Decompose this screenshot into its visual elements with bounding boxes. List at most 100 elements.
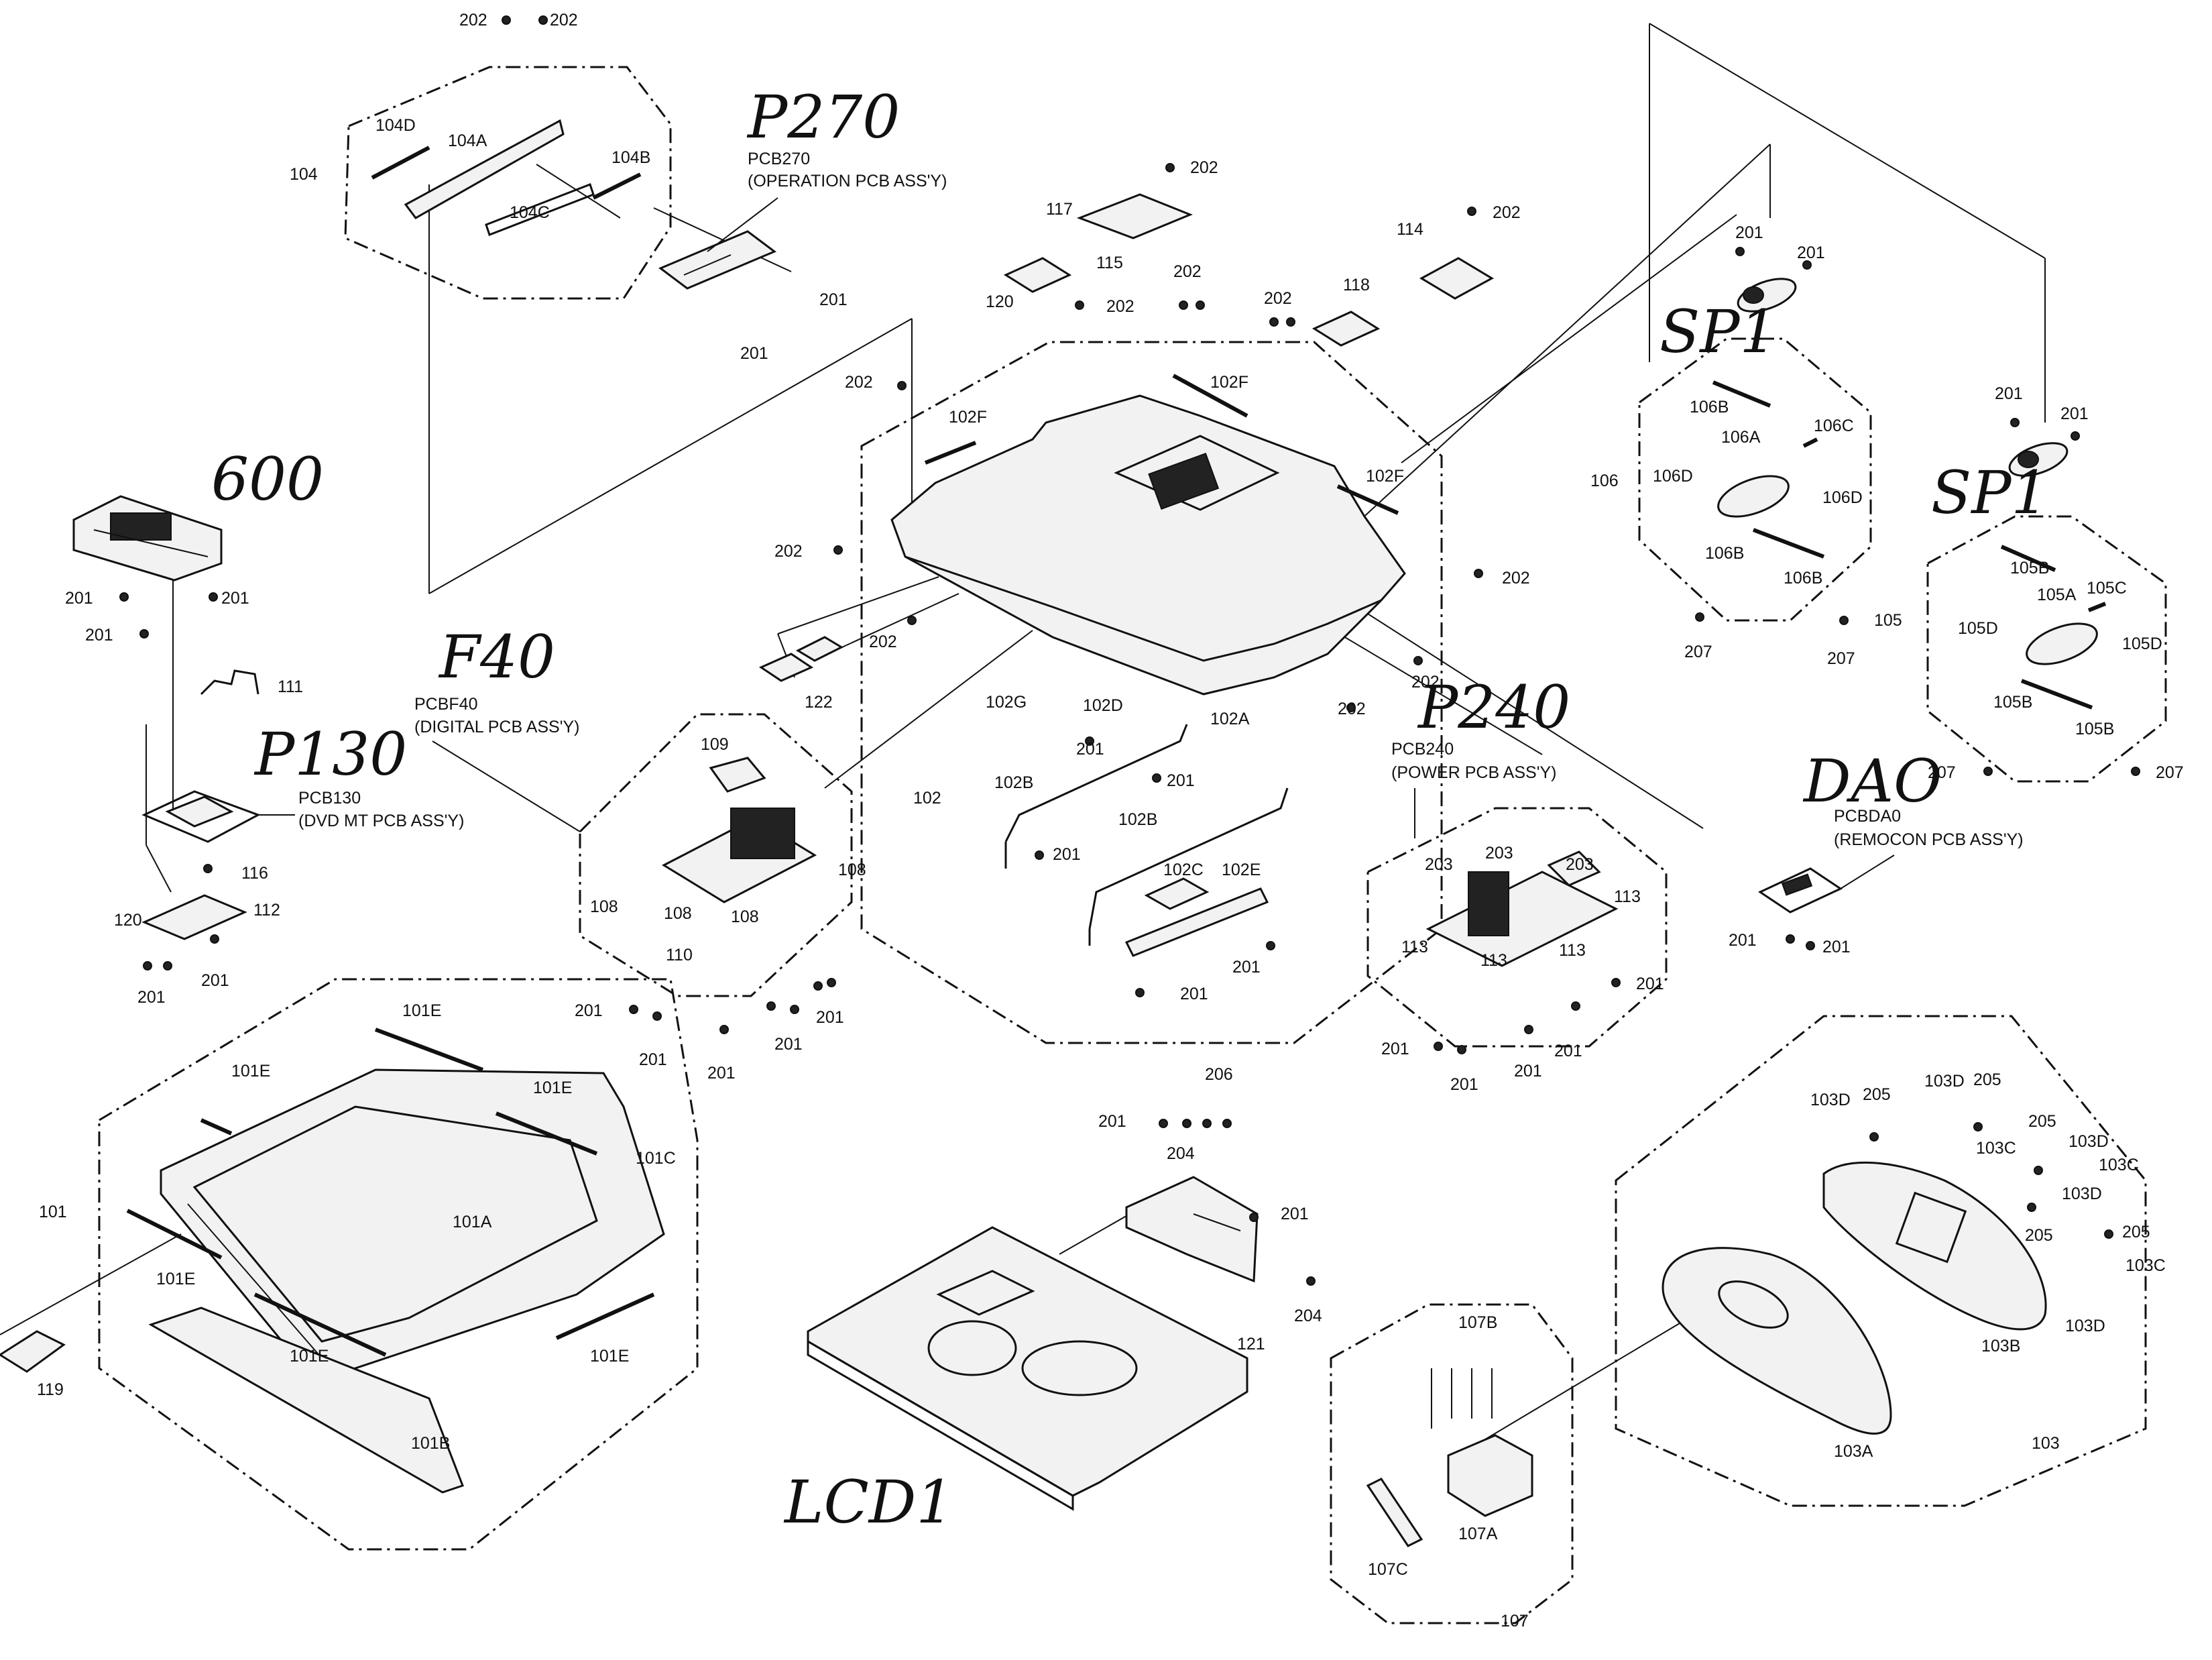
callout-113: 113 [1614, 887, 1641, 906]
group-107-outline [1330, 1303, 1574, 1624]
callout-103c: 103C [1976, 1139, 2016, 1158]
callout-102e: 102E [1222, 861, 1261, 879]
callout-112: 112 [253, 901, 280, 920]
title-p270: P270 [746, 82, 900, 152]
callout-201: 201 [1514, 1062, 1542, 1081]
callout-201: 201 [1636, 975, 1664, 993]
callout-104: 104 [290, 165, 318, 184]
callout-201: 201 [819, 290, 848, 309]
callout-104c: 104C [510, 203, 550, 222]
callout-202: 202 [1106, 297, 1134, 316]
callout-201: 201 [85, 626, 113, 645]
callout-202: 202 [550, 11, 578, 30]
pcb240-label: PCB240 [1391, 740, 1454, 759]
callout-201: 201 [1281, 1205, 1309, 1223]
callout-103d: 103D [2065, 1317, 2105, 1335]
callout-109: 109 [701, 735, 729, 754]
callout-201: 201 [1822, 938, 1851, 956]
callout-101e: 101E [402, 1001, 441, 1020]
callout-204: 204 [1294, 1307, 1322, 1325]
pcbf40-label: PCBF40 [414, 695, 477, 714]
callout-201: 201 [639, 1050, 667, 1069]
part-pcb270 [658, 230, 776, 290]
title-lcd1: LCD1 [783, 1468, 953, 1537]
callout-101a: 101A [453, 1213, 492, 1231]
callout-106d: 106D [1653, 467, 1693, 486]
callout-103d: 103D [1810, 1091, 1851, 1109]
callout-102d: 102D [1083, 696, 1123, 715]
callout-101e: 101E [156, 1270, 195, 1288]
callout-201: 201 [1180, 985, 1208, 1003]
callout-201: 201 [1381, 1040, 1409, 1058]
callout-103c: 103C [2126, 1256, 2166, 1275]
callout-201: 201 [1232, 958, 1261, 977]
callout-202: 202 [774, 542, 803, 561]
callout-207: 207 [2156, 763, 2184, 782]
assembly-titles: P270 600 F40 P130 P240 DAO LCD1 SP1 SP1 [211, 82, 2048, 1537]
callout-202: 202 [1502, 569, 1530, 588]
callout-102b: 102B [994, 773, 1033, 792]
part-pcbda0 [1757, 867, 1843, 914]
callout-102f: 102F [1210, 373, 1248, 392]
callout-102: 102 [913, 789, 941, 808]
part-callouts: 202 202 104D 104A 104 104B 104C 201 201 201 201 201… [37, 11, 2184, 1630]
callout-202: 202 [1338, 700, 1366, 718]
callout-201: 201 [1076, 740, 1104, 759]
callout-106b: 106B [1690, 398, 1729, 417]
callout-119: 119 [37, 1380, 64, 1399]
screws [119, 15, 2140, 1286]
callout-104d: 104D [375, 116, 416, 135]
callout-201: 201 [740, 344, 768, 363]
callout-107a: 107A [1458, 1525, 1498, 1543]
part-114-sheet [1419, 257, 1495, 300]
pcb270-desc: (OPERATION PCB ASS'Y) [748, 172, 947, 190]
callout-120: 120 [114, 911, 142, 930]
callout-113: 113 [1401, 938, 1428, 956]
callout-201: 201 [2060, 404, 2089, 423]
callout-103: 103 [2032, 1434, 2060, 1453]
title-600: 600 [211, 445, 324, 514]
callout-114: 114 [1397, 220, 1423, 239]
pcb130-desc: (DVD MT PCB ASS'Y) [298, 812, 464, 830]
group-103-outline [1615, 1015, 2147, 1507]
callout-201: 201 [1053, 845, 1081, 864]
callout-201: 201 [774, 1035, 803, 1054]
title-dao: DAO [1802, 746, 1942, 816]
title-sp1-left: SP1 [1660, 297, 1777, 366]
callout-118: 118 [1343, 276, 1370, 294]
callout-108: 108 [590, 897, 618, 916]
part-122-sheets [758, 636, 844, 682]
pcb130-label: PCB130 [298, 789, 361, 808]
callout-101b: 101B [411, 1434, 450, 1453]
callout-116: 116 [241, 864, 268, 883]
title-p240: P240 [1417, 673, 1570, 742]
callout-201: 201 [137, 988, 166, 1007]
part-f40-digital-pcb [661, 757, 817, 903]
callout-201: 201 [1735, 223, 1763, 242]
callout-102a: 102A [1210, 710, 1250, 728]
callout-103d: 103D [2069, 1132, 2109, 1151]
callout-205: 205 [2028, 1112, 2056, 1131]
callout-202: 202 [869, 632, 897, 651]
part-115-cover-plate [1076, 193, 1193, 239]
part-sp1-speaker-right [2008, 442, 2069, 477]
group-101-outline [98, 978, 699, 1551]
pcb270-label: PCB270 [748, 150, 810, 168]
callout-110: 110 [666, 946, 693, 964]
callout-202: 202 [845, 373, 873, 392]
callout-104b: 104B [612, 148, 650, 167]
callout-205: 205 [1973, 1070, 2001, 1089]
callout-105: 105 [1874, 611, 1902, 630]
callout-201: 201 [707, 1064, 736, 1083]
part-600-dvd-mechanism [72, 495, 223, 582]
callout-206: 206 [1205, 1065, 1233, 1084]
callout-104a: 104A [448, 131, 487, 150]
group-p240-outline [1366, 807, 1668, 1048]
part-104-front-panel [371, 119, 642, 236]
callout-117: 117 [1046, 200, 1073, 219]
title-f40: F40 [438, 622, 555, 691]
callout-205: 205 [2122, 1223, 2150, 1241]
callout-107: 107 [1501, 1612, 1529, 1630]
callout-202: 202 [1411, 673, 1440, 691]
callout-201: 201 [1729, 931, 1757, 950]
